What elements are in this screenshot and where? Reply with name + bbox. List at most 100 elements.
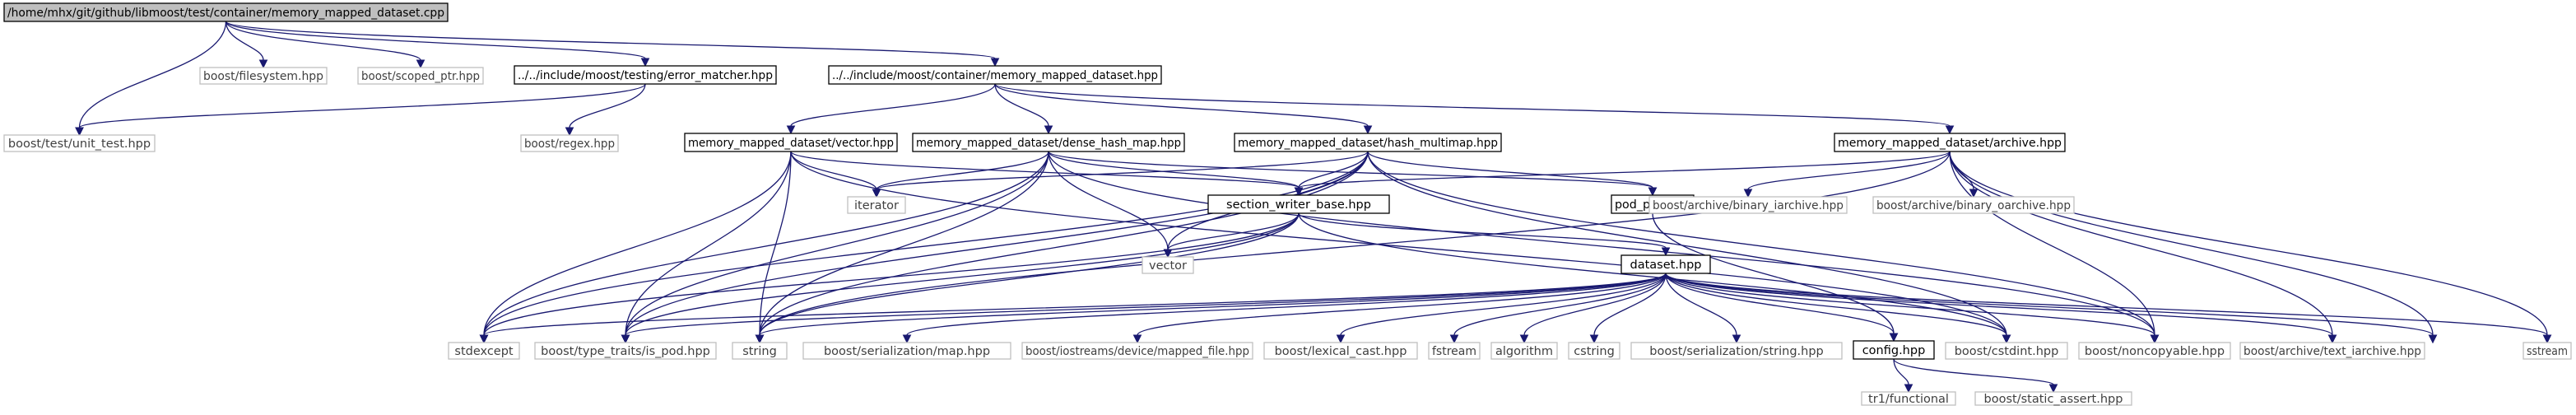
node-regex: boost/regex.hpp bbox=[520, 134, 619, 152]
node-label: boost/regex.hpp bbox=[524, 138, 615, 151]
node-lexical-cast: boost/lexical_cast.hpp bbox=[1263, 342, 1418, 360]
include-edge-swb-to-dataset bbox=[1298, 212, 1671, 257]
node-hashmm[interactable]: memory_mapped_dataset/hash_multimap.hpp bbox=[1234, 133, 1502, 152]
node-box bbox=[520, 134, 619, 152]
node-box bbox=[1263, 342, 1418, 360]
include-edge-dataset-to-text_oarch bbox=[1665, 273, 2438, 344]
node-stdexcept: stdexcept bbox=[448, 342, 520, 360]
node-vector: vector bbox=[1142, 256, 1194, 274]
include-edge-root-to-filesystem bbox=[225, 21, 268, 69]
include-edge-hashmm-to-cstdint bbox=[1367, 151, 2011, 344]
include-edge-error_matcher-to-regex bbox=[565, 83, 646, 137]
include-edge-dataset-to-ser_map bbox=[902, 273, 1667, 344]
node-box bbox=[1872, 196, 2075, 214]
node-box bbox=[1021, 342, 1253, 360]
node-label: boost/test/unit_test.hpp bbox=[8, 138, 151, 151]
node-unit-test: boost/test/unit_test.hpp bbox=[3, 134, 156, 152]
node-label: memory_mapped_dataset/dense_hash_map.hpp bbox=[916, 137, 1181, 150]
node-box bbox=[1853, 340, 1935, 360]
node-box bbox=[847, 196, 906, 214]
node-bin-iarch: boost/archive/binary_iarchive.hpp bbox=[1648, 196, 1848, 214]
node-label: boost/iostreams/device/mapped_file.hpp bbox=[1025, 345, 1249, 358]
node-config[interactable]: config.hpp bbox=[1853, 340, 1935, 360]
include-edge-dense-to-vector bbox=[1048, 151, 1173, 259]
node-root[interactable]: /home/mhx/git/github/libmoost/test/conta… bbox=[3, 2, 449, 22]
include-edge-root-to-scoped_ptr bbox=[225, 21, 425, 69]
node-box bbox=[1142, 256, 1194, 274]
node-box bbox=[1428, 342, 1481, 360]
node-label: boost/type_traits/is_pod.hpp bbox=[541, 345, 710, 358]
node-box bbox=[357, 67, 484, 85]
node-box bbox=[1974, 391, 2132, 406]
node-box bbox=[2078, 342, 2231, 360]
node-box bbox=[199, 67, 328, 85]
include-edge-config-to-static_assert bbox=[1893, 358, 2058, 394]
include-edge-dataset-to-noncopyable bbox=[1665, 273, 2160, 344]
node-label: boost/static_assert.hpp bbox=[1984, 393, 2123, 406]
include-edge-dataset-to-algorithm bbox=[1519, 273, 1667, 344]
include-edge-archive_hpp-to-bin_oarch bbox=[1949, 151, 1978, 198]
include-edge-vector_hpp-to-is_pod bbox=[621, 151, 792, 344]
include-edge-hashmm-to-noncopyable bbox=[1367, 151, 2160, 344]
node-swb[interactable]: section_writer_base.hpp bbox=[1207, 194, 1390, 214]
node-error-matcher[interactable]: ../../include/moost/testing/error_matche… bbox=[514, 65, 777, 85]
include-edge-mmd-to-archive_hpp bbox=[994, 83, 1955, 135]
include-edge-swb-to-vector bbox=[1163, 212, 1300, 259]
node-box bbox=[534, 342, 717, 360]
include-edge-hashmm-to-iterator bbox=[872, 151, 1369, 198]
node-box bbox=[1834, 133, 2066, 152]
node-box bbox=[912, 133, 1185, 152]
node-label: boost/archive/binary_iarchive.hpp bbox=[1653, 199, 1844, 212]
node-label: memory_mapped_dataset/archive.hpp bbox=[1838, 137, 2062, 150]
node-vector-hpp[interactable]: memory_mapped_dataset/vector.hpp bbox=[684, 133, 898, 152]
node-box bbox=[732, 342, 788, 360]
node-box bbox=[1568, 342, 1620, 360]
include-edge-dense-to-string bbox=[755, 151, 1049, 344]
node-label: dataset.hpp bbox=[1630, 259, 1701, 272]
node-text-iarch: boost/archive/text_iarchive.hpp bbox=[2239, 342, 2425, 360]
node-box bbox=[1207, 194, 1390, 214]
node-string: string bbox=[732, 342, 788, 360]
node-box bbox=[1234, 133, 1502, 152]
node-label: stdexcept bbox=[454, 345, 514, 358]
node-dense[interactable]: memory_mapped_dataset/dense_hash_map.hpp bbox=[912, 133, 1185, 152]
include-edge-root-to-error_matcher bbox=[225, 21, 650, 68]
node-filesystem: boost/filesystem.hpp bbox=[199, 67, 328, 85]
edges-layer bbox=[75, 21, 2552, 394]
node-label: sstream bbox=[2527, 345, 2568, 358]
node-archive-hpp[interactable]: memory_mapped_dataset/archive.hpp bbox=[1834, 133, 2066, 152]
include-edge-dense-to-swb bbox=[1048, 151, 1304, 197]
node-box bbox=[802, 342, 1011, 360]
include-edge-config-to-tr1func bbox=[1893, 358, 1913, 394]
node-label: boost/noncopyable.hpp bbox=[2085, 345, 2225, 358]
include-edge-dataset-to-string bbox=[755, 273, 1667, 344]
include-edge-swb-to-cstdint bbox=[1298, 212, 2011, 344]
include-edge-dataset-to-lexical_cast bbox=[1336, 273, 1667, 344]
node-label: boost/serialization/string.hpp bbox=[1649, 345, 1823, 358]
include-edge-error_matcher-to-unit_test bbox=[75, 83, 646, 137]
include-edge-hashmm-to-is_pod bbox=[621, 151, 1369, 344]
include-edge-mmd-to-dense bbox=[994, 83, 1053, 135]
node-mmd[interactable]: ../../include/moost/container/memory_map… bbox=[828, 65, 1162, 85]
node-ser-string: boost/serialization/string.hpp bbox=[1630, 342, 1843, 360]
node-dataset[interactable]: dataset.hpp bbox=[1620, 254, 1711, 274]
node-box bbox=[1630, 342, 1843, 360]
node-label: boost/filesystem.hpp bbox=[203, 70, 323, 83]
node-box bbox=[3, 2, 449, 22]
include-edge-dataset-to-sstream bbox=[1665, 273, 2552, 344]
include-edge-vector_hpp-to-stdexcept bbox=[479, 151, 792, 344]
include-edge-dataset-to-cstdint bbox=[1665, 273, 2011, 344]
include-edge-pod_pair-to-config bbox=[1652, 212, 1899, 343]
node-static-assert: boost/static_assert.hpp bbox=[1974, 391, 2132, 406]
include-edge-archive_hpp-to-sstream bbox=[1949, 151, 2552, 344]
node-label: ../../include/moost/testing/error_matche… bbox=[518, 69, 773, 82]
node-box bbox=[684, 133, 898, 152]
node-label: config.hpp bbox=[1862, 344, 1926, 357]
node-cstdint: boost/cstdint.hpp bbox=[1945, 342, 2068, 360]
node-fstream: fstream bbox=[1428, 342, 1481, 360]
node-ser-map: boost/serialization/map.hpp bbox=[802, 342, 1011, 360]
node-iterator: iterator bbox=[847, 196, 906, 214]
include-edge-dataset-to-mapped_file bbox=[1132, 273, 1667, 344]
include-edge-dataset-to-is_pod bbox=[621, 273, 1667, 344]
